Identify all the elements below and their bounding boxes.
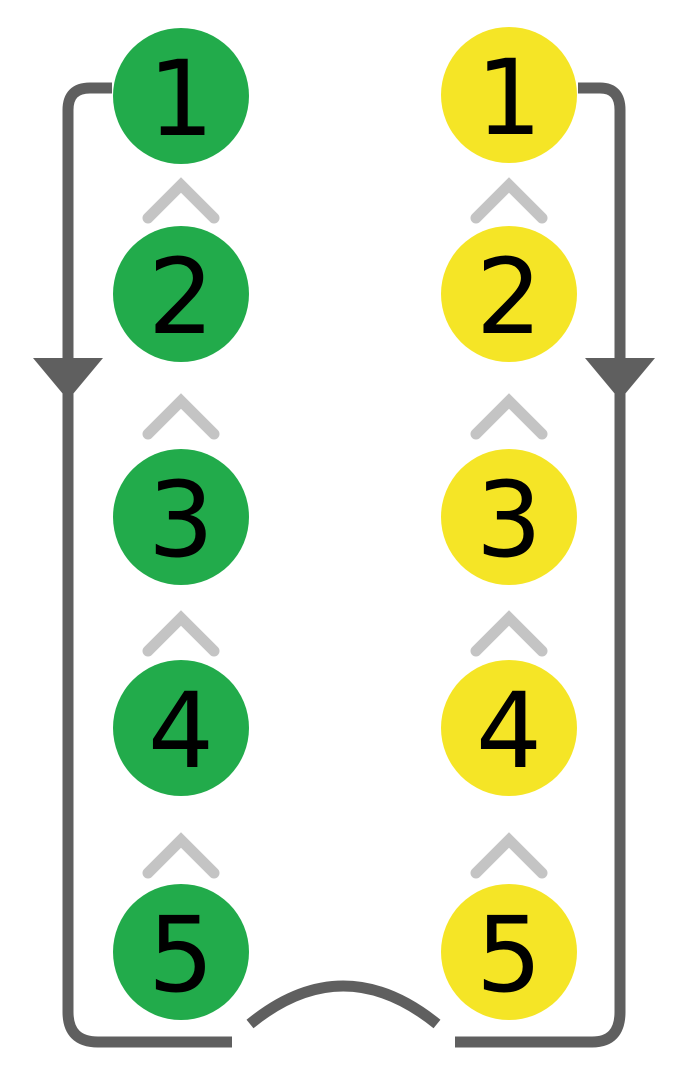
node-circle[interactable] [441, 449, 577, 585]
chevron-up-icon [142, 393, 220, 440]
node-label: 2 [476, 236, 542, 358]
node-label: 3 [148, 459, 214, 581]
node-left-5[interactable]: 5 [113, 884, 249, 1020]
chevron-up-icon [142, 610, 220, 657]
chevron-up-icon [470, 393, 548, 440]
node-right-2[interactable]: 2 [441, 226, 577, 362]
node-label: 2 [148, 236, 214, 358]
node-circle[interactable] [113, 884, 249, 1020]
node-label: 1 [476, 37, 542, 159]
chevron-up-icon [470, 832, 548, 879]
node-right-3[interactable]: 3 [441, 449, 577, 585]
left-rail-arrowhead-icon [33, 358, 103, 400]
node-right-4[interactable]: 4 [441, 660, 577, 796]
node-circle[interactable] [441, 660, 577, 796]
chevron-up-icon [142, 832, 220, 879]
node-left-2[interactable]: 2 [113, 226, 249, 362]
bottom-connector-arc [246, 980, 441, 1029]
node-circle[interactable] [113, 226, 249, 362]
chevron-up-icon [470, 177, 548, 224]
node-right-5[interactable]: 5 [441, 884, 577, 1020]
node-circle[interactable] [441, 884, 577, 1020]
node-label: 5 [148, 894, 214, 1016]
right-column-nodes: 1 2 3 4 5 [441, 27, 577, 1020]
node-circle[interactable] [113, 28, 249, 164]
node-label: 5 [476, 894, 542, 1016]
right-rail-path [455, 82, 626, 1048]
chevron-up-icon [470, 610, 548, 657]
chevron-group [142, 177, 548, 879]
node-label: 3 [476, 459, 542, 581]
node-right-1[interactable]: 1 [441, 27, 577, 163]
node-circle[interactable] [113, 449, 249, 585]
node-left-4[interactable]: 4 [113, 660, 249, 796]
node-circle[interactable] [441, 226, 577, 362]
left-rail-path [62, 82, 232, 1048]
rail-group [33, 82, 655, 1048]
node-label: 4 [148, 670, 214, 792]
node-left-3[interactable]: 3 [113, 449, 249, 585]
node-circle[interactable] [113, 660, 249, 796]
node-label: 1 [148, 38, 214, 160]
node-label: 4 [476, 670, 542, 792]
node-circle[interactable] [441, 27, 577, 163]
right-rail-arrowhead-icon [585, 358, 655, 400]
left-column-nodes: 1 2 3 4 5 [113, 28, 249, 1020]
chevron-up-icon [142, 177, 220, 224]
node-left-1[interactable]: 1 [113, 28, 249, 164]
